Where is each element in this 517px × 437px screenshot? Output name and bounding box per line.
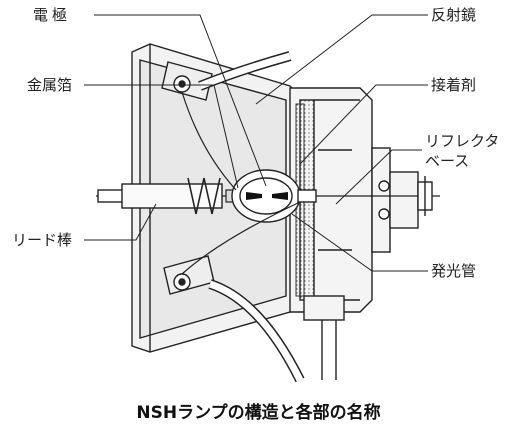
label-lead-rod: リード棒	[12, 231, 73, 249]
lower-connection-wire	[181, 201, 301, 275]
label-adhesive: 接着剤	[431, 76, 477, 94]
label-arc-tube: 発光管	[431, 262, 477, 280]
mounting-bracket	[303, 295, 345, 380]
end-screw	[417, 176, 433, 216]
leader-lines	[84, 14, 428, 272]
upper-connection-wire	[181, 91, 237, 191]
arc-tube	[231, 169, 317, 223]
label-electrode: 電極	[33, 6, 72, 24]
figure-caption: NSHランプの構造と各部の名称	[136, 403, 381, 423]
lead-rod	[97, 177, 223, 215]
label-reflector-mirror: 反射鏡	[431, 6, 477, 24]
lower-terminal	[163, 255, 305, 383]
upper-terminal	[161, 51, 292, 101]
label-reflector-base: リフレクタ ベース	[425, 131, 499, 171]
electrode	[246, 192, 288, 200]
label-reflector-base-line1: リフレクタ	[425, 132, 500, 150]
label-reflector-base-line2: ベース	[425, 152, 470, 170]
label-metal-foil: 金属箔	[27, 76, 73, 94]
